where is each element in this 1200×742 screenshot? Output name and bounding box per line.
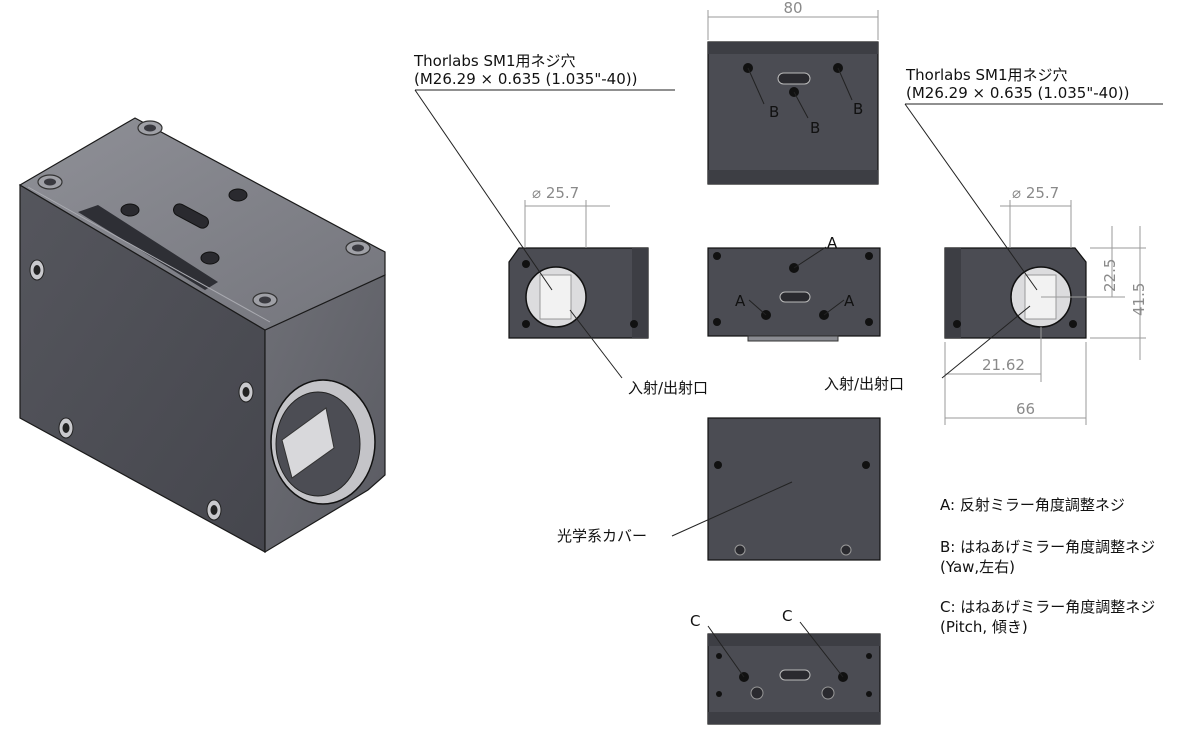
marker-c-1: C	[690, 612, 700, 630]
legend-a: A: 反射ミラー角度調整ネジ	[940, 496, 1125, 514]
dim-total-width: 66	[1016, 400, 1035, 418]
marker-a-3: A	[844, 292, 855, 310]
iso-side-holes	[29, 259, 254, 521]
callout-port-right-line2: (M26.29 × 0.635 (1.035"-40))	[906, 84, 1129, 102]
top-view	[707, 10, 879, 185]
dim-center-height: 22.5	[1101, 259, 1119, 292]
dim-center-offset: 21.62	[982, 356, 1025, 374]
legend-c-line2: (Pitch, 傾き)	[940, 618, 1028, 636]
iso-aperture	[270, 379, 376, 505]
marker-b-2: B	[810, 119, 820, 137]
back-view	[707, 621, 881, 725]
legend-b-line1: B: はねあげミラー角度調整ネジ	[940, 538, 1155, 556]
dim-dia-right: ⌀ 25.7	[1012, 184, 1059, 202]
marker-b-3: B	[853, 100, 863, 118]
marker-a-1: A	[827, 234, 838, 252]
iso-rail	[78, 205, 218, 290]
right-side-view	[904, 103, 1163, 425]
iso-top-screws	[37, 120, 371, 308]
callout-port-right-line1: Thorlabs SM1用ネジ穴	[905, 66, 1068, 84]
marker-c-2: C	[782, 607, 792, 625]
legend-b-line2: (Yaw,左右)	[940, 558, 1015, 576]
left-side-view	[414, 89, 675, 379]
callout-port-left-line2: (M26.29 × 0.635 (1.035"-40))	[414, 70, 637, 88]
legend: A: 反射ミラー角度調整ネジ B: はねあげミラー角度調整ネジ (Yaw,左右)…	[940, 496, 1155, 636]
front-view	[707, 246, 881, 342]
callout-port-left-line1: Thorlabs SM1用ネジ穴	[413, 52, 576, 70]
cover-view	[671, 417, 881, 561]
isometric-view	[18, 117, 386, 554]
callout-optics-cover: 光学系カバー	[557, 527, 647, 545]
legend-c-line1: C: はねあげミラー角度調整ネジ	[940, 598, 1155, 616]
dim-dia-left: ⌀ 25.7	[532, 184, 579, 202]
dim-top-width: 80	[783, 0, 802, 17]
marker-a-2: A	[735, 292, 746, 310]
marker-b-1: B	[769, 103, 779, 121]
callout-aperture-left: 入射/出射口	[628, 379, 708, 397]
dim-total-height: 41.5	[1130, 283, 1148, 316]
callout-aperture-right: 入射/出射口	[824, 375, 904, 393]
